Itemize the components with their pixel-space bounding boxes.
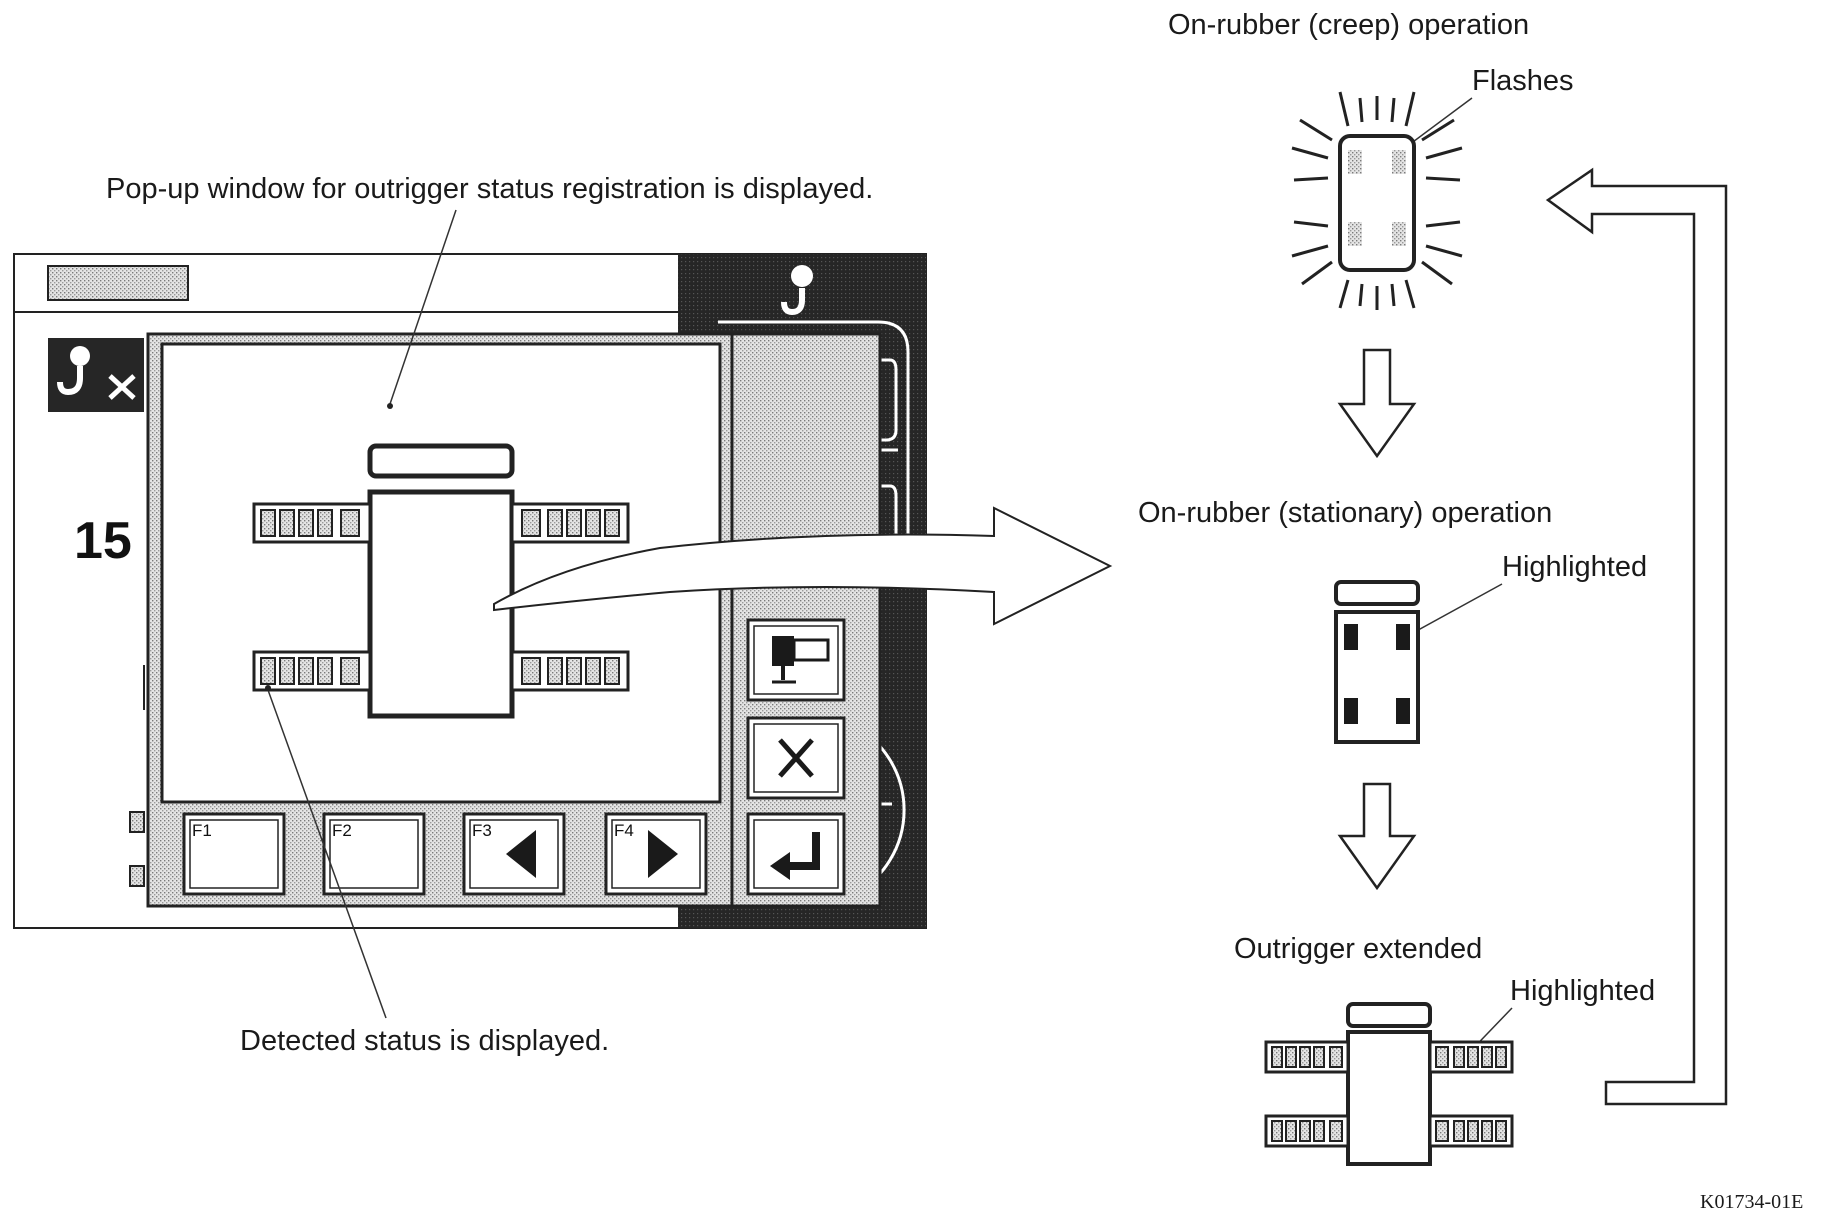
enter-return-icon [770,832,820,880]
extended-note: Highlighted [1510,975,1655,1007]
flash-rays [1291,91,1463,310]
enter-button[interactable] [746,812,846,896]
down-arrow-2 [1337,782,1417,891]
return-loop-arrow [1545,167,1728,1106]
popup-vehicle-outrigger-icon [252,443,630,719]
f2-label: F2 [332,821,352,840]
outrigger-front-right [510,502,630,544]
down-arrow-1 [1337,348,1417,459]
f4-label: F4 [614,821,634,840]
state-creep: On-rubber (creep) operation Flashes [1168,9,1574,310]
left-callouts: Pop-up window for outrigger status regis… [106,173,873,1057]
f3-label: F3 [472,821,492,840]
triangle-right-icon [648,830,678,878]
creep-vehicle-icon [1291,91,1463,310]
outrigger-popup-window: F1 F2 F3 F4 [146,332,882,908]
camera-icon [772,636,830,684]
popup-caption: Pop-up window for outrigger status regis… [106,173,873,205]
stationary-vehicle-icon [1334,580,1420,744]
hook-icon [781,265,813,316]
state-stationary: On-rubber (stationary) operation Highlig… [1138,497,1647,744]
f4-button[interactable]: F4 [604,812,708,896]
close-icon [778,738,814,778]
extended-title: Outrigger extended [1234,933,1482,965]
camera-button[interactable] [746,618,846,702]
title-bar-field [47,265,189,301]
partial-number: 15 [74,512,132,570]
triangle-left-icon [506,830,536,878]
creep-note: Flashes [1472,65,1574,97]
creep-title: On-rubber (creep) operation [1168,9,1529,41]
cancel-button[interactable] [746,716,846,800]
f2-button[interactable]: F2 [322,812,426,896]
f1-label: F1 [192,821,212,840]
outrigger-rear-left [252,650,372,692]
hook-x-icon [48,338,144,412]
outrigger-rear-right [510,650,630,692]
f1-button[interactable]: F1 [182,812,286,896]
curved-transition-arrow [493,506,1113,626]
stationary-note: Highlighted [1502,551,1647,583]
state-extended: Outrigger extended Highlighted [1234,933,1655,1166]
detected-caption: Detected status is displayed. [240,1025,609,1057]
stationary-title: On-rubber (stationary) operation [1138,497,1552,529]
outrigger-front-left [252,502,372,544]
extended-vehicle-icon [1264,1002,1514,1166]
figure-code: K01734-01E [1700,1191,1803,1213]
f3-button[interactable]: F3 [462,812,566,896]
